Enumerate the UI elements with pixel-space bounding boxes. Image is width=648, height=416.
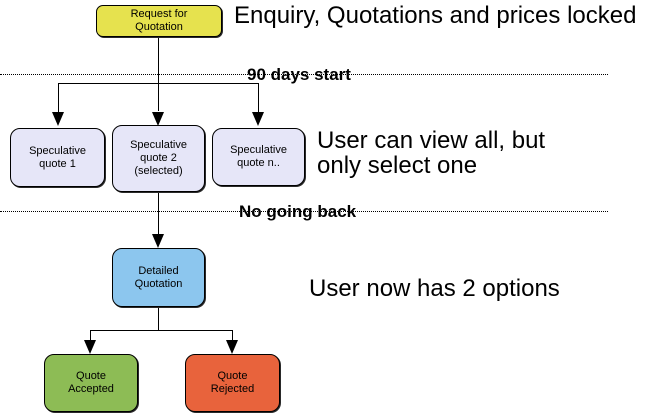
connector-drop-accepted — [90, 330, 91, 341]
connector-detailed-to-branch — [158, 307, 159, 331]
annotation-user-two-options: User now has 2 options — [309, 275, 560, 302]
connector-spec2-to-detailed — [158, 192, 159, 234]
arrowhead-accepted — [84, 340, 96, 354]
phase-divider-line-1 — [0, 74, 608, 75]
arrowhead-spec2 — [152, 112, 164, 126]
node-speculative-quote-2-selected: Speculative quote 2 (selected) — [112, 125, 205, 192]
connector-branch-top — [58, 83, 259, 84]
arrowhead-rejected — [226, 340, 238, 354]
connector-drop-rejected — [232, 330, 233, 341]
arrowhead-spec3 — [252, 112, 264, 126]
arrowhead-detailed — [152, 234, 164, 248]
annotation-enquiry-quotations: Enquiry, Quotations and prices locked — [234, 2, 637, 29]
phase-divider-line-2 — [0, 211, 608, 212]
connector-branch-bottom — [90, 330, 233, 331]
node-request-for-quotation: Request for Quotation — [96, 5, 222, 37]
annotation-user-can-view-all: User can view all, but only select one — [317, 127, 546, 179]
node-speculative-quote-n: Speculative quote n.. — [212, 128, 305, 186]
node-quote-rejected: Quote Rejected — [185, 354, 280, 412]
node-quote-accepted: Quote Accepted — [44, 354, 138, 412]
divider-label-no-going-back: No going back — [239, 202, 357, 221]
node-speculative-quote-1: Speculative quote 1 — [10, 128, 105, 187]
connector-drop-spec1 — [58, 83, 59, 112]
connector-request-to-branch — [158, 37, 159, 111]
connector-drop-spec3 — [258, 83, 259, 112]
arrowhead-spec1 — [52, 112, 64, 126]
divider-label-90-days-start: 90 days start — [247, 65, 351, 84]
node-detailed-quotation: Detailed Quotation — [112, 248, 205, 307]
